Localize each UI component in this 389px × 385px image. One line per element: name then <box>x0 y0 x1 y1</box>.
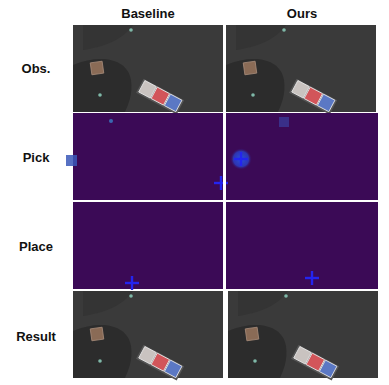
row-label: Obs. <box>22 61 51 76</box>
column-header: Baseline <box>121 6 174 21</box>
row-label: Result <box>16 329 56 344</box>
column-header: Ours <box>287 6 317 21</box>
row-label: Place <box>19 239 53 254</box>
row-label: Pick <box>23 150 50 165</box>
